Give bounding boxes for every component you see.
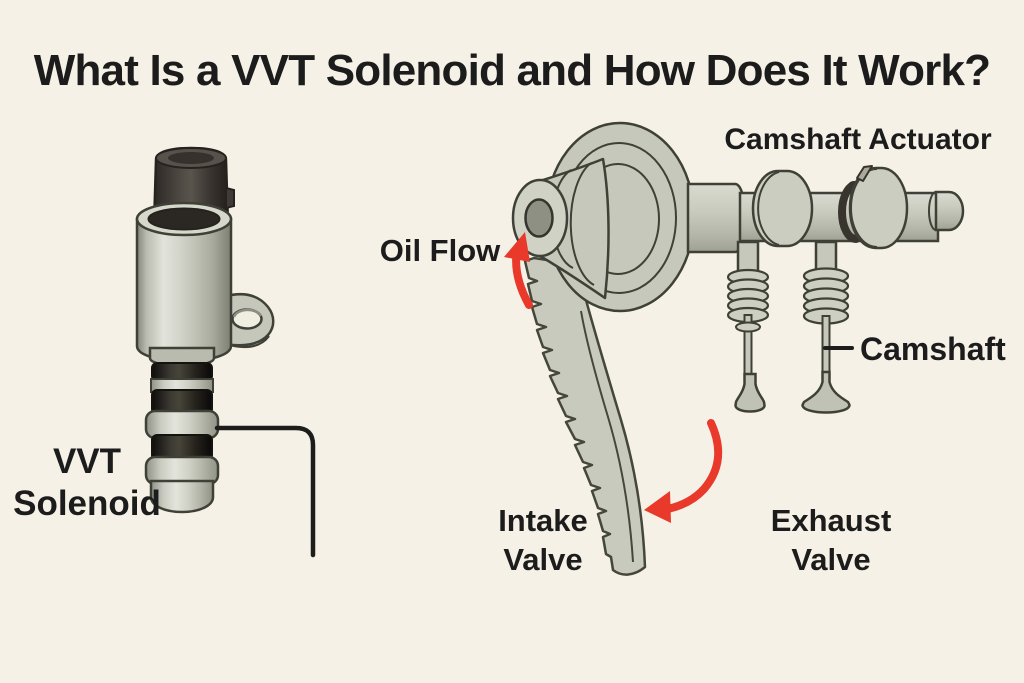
label-intake-valve-line2: Valve <box>503 541 583 577</box>
label-exhaust-valve-line2: Valve <box>791 541 871 577</box>
page-title: What Is a VVT Solenoid and How Does It W… <box>33 46 991 95</box>
timing-belt-inner-edge <box>580 310 634 563</box>
solenoid-callout-line <box>214 425 316 558</box>
label-camshaft-actuator: Camshaft Actuator <box>724 123 992 156</box>
solenoid-oring-bands <box>144 346 220 514</box>
label-intake-valve-line1: Intake <box>498 503 588 538</box>
spool-collar-1 <box>144 409 220 440</box>
timing-belt-body <box>523 256 647 576</box>
label-intake-valve: Intake Valve <box>463 502 623 580</box>
connector-socket <box>168 152 214 164</box>
intake-valve-keeper <box>735 321 761 333</box>
label-vvt-solenoid-line1: VVT <box>52 442 122 481</box>
bolt-hole-shadow <box>232 308 263 318</box>
label-oil-flow: Oil Flow <box>379 233 501 268</box>
intake-valve-head <box>734 372 766 413</box>
shaft-end-segment <box>934 190 965 232</box>
cam-journal-2-notch <box>856 165 873 182</box>
cam-journal-2 <box>848 166 909 250</box>
intake-valve-illustration <box>726 240 770 413</box>
cam-journal-1 <box>751 169 814 248</box>
spool-tip <box>149 479 215 514</box>
label-exhaust-valve: Exhaust Valve <box>741 502 921 580</box>
shaft-end-arc <box>928 191 937 231</box>
exhaust-valve-illustration <box>801 240 851 414</box>
shaft-wide-segment <box>686 182 747 254</box>
exhaust-valve-head <box>801 370 851 414</box>
solenoid-mounting-tab <box>224 292 275 349</box>
hub-step-arc-2 <box>569 162 595 286</box>
camshaft-shaft <box>686 165 965 254</box>
solenoid-rim-opening <box>147 207 221 231</box>
label-vvt-solenoid: VVT Solenoid <box>8 441 166 525</box>
intake-valve-spring <box>726 268 770 324</box>
label-exhaust-valve-line1: Exhaust <box>770 503 892 538</box>
label-camshaft: Camshaft <box>860 331 1006 367</box>
oil-flow-arrow-icon <box>504 232 533 309</box>
cam-journal-1-arc <box>757 171 780 246</box>
vvt-solenoid-illustration <box>135 146 275 514</box>
solenoid-body <box>135 201 233 363</box>
connector-clip-tab <box>225 186 235 210</box>
exhaust-valve-spring <box>802 267 850 325</box>
solenoid-body-cylinder <box>135 217 233 363</box>
oil-bore-hole <box>524 198 554 238</box>
timing-belt <box>523 256 647 576</box>
cam-to-valve-arrow-icon <box>644 419 723 523</box>
label-vvt-solenoid-line2: Solenoid <box>13 484 161 523</box>
